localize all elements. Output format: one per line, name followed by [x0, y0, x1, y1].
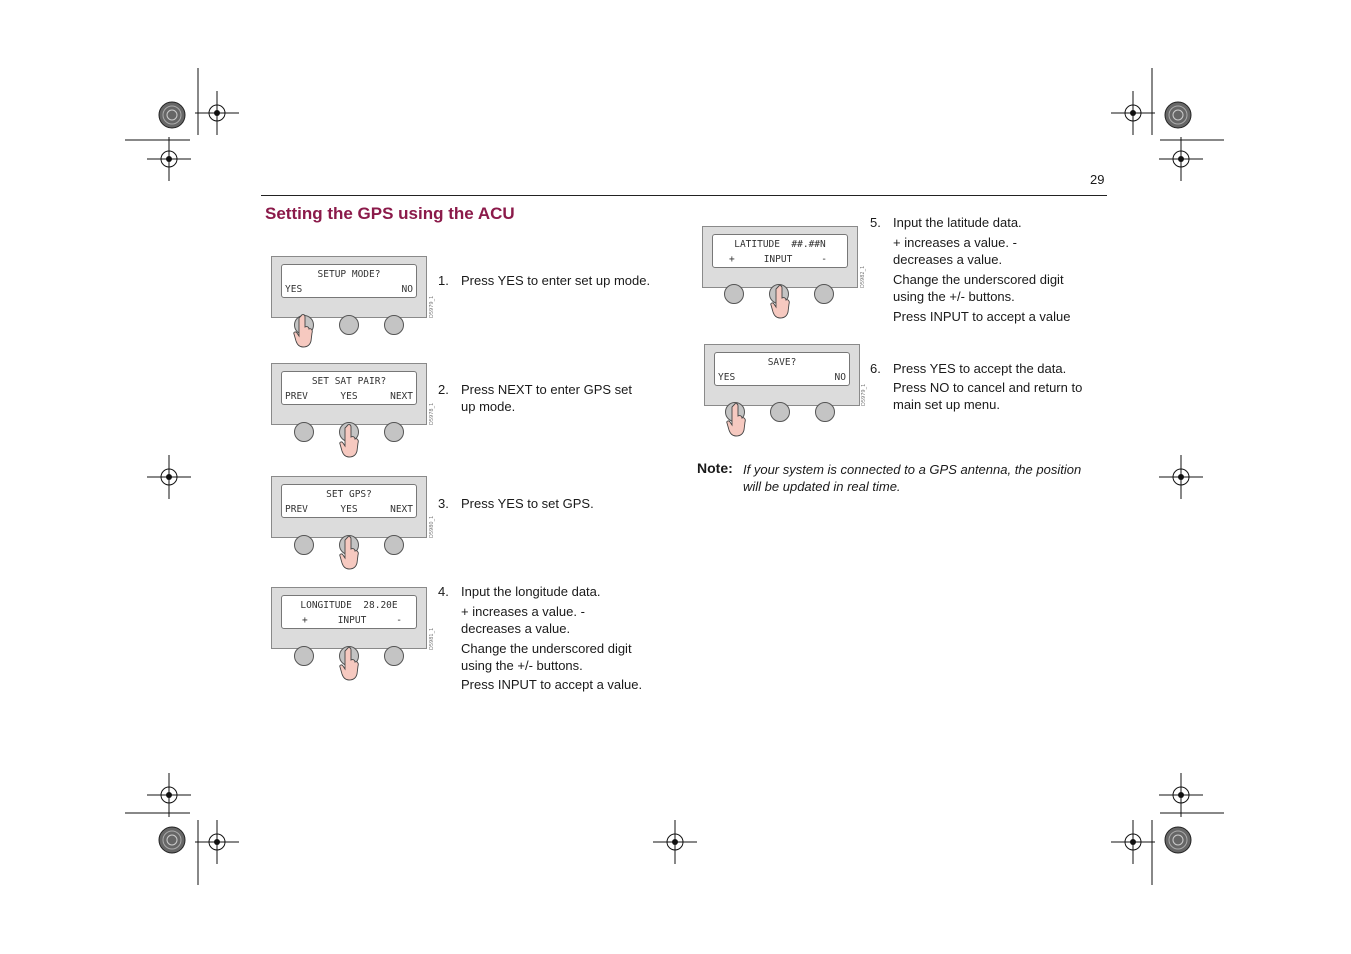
soft-key-middle-label: INPUT [763, 254, 793, 265]
soft-key-right-label: NEXT [390, 391, 413, 402]
figure-id: D5978_1 [429, 402, 435, 425]
section-title: Setting the GPS using the ACU [265, 204, 515, 223]
acu-panel-6: SAVE? YES NO [704, 344, 860, 406]
lcd-line-2: YES NO [285, 284, 413, 295]
lcd-display: SETUP MODE? YES NO [281, 264, 417, 298]
soft-key-left-label: + [729, 254, 735, 265]
figure-id: D5982_1 [860, 265, 866, 288]
lcd-display: LATITUDE ##.##N + INPUT - [712, 234, 848, 268]
step-detail: Press INPUT to accept a value. [461, 677, 643, 692]
right-button [384, 646, 404, 666]
lcd-line-2: PREV YES NEXT [285, 504, 413, 515]
lcd-display: SAVE? YES NO [714, 352, 850, 386]
lcd-line-2: YES NO [718, 372, 846, 383]
middle-button [770, 402, 790, 422]
lcd-line-1: SETUP MODE? [317, 269, 381, 280]
step-detail: Change the underscored digit using the +… [461, 641, 632, 673]
lcd-line-1: SAVE? [767, 357, 797, 368]
lcd-display: LONGITUDE 28.20E + INPUT - [281, 595, 417, 629]
left-button [294, 422, 314, 442]
pointing-hand-icon [293, 314, 313, 348]
soft-key-left-label: PREV [285, 504, 308, 515]
soft-key-middle-label: INPUT [337, 615, 367, 626]
lcd-display: SET SAT PAIR? PREV YES NEXT [281, 371, 417, 405]
soft-key-right-label: - [396, 615, 402, 626]
step-text: Press YES to set GPS. [461, 496, 594, 511]
acu-panel-5: LATITUDE ##.##N + INPUT - [702, 226, 858, 288]
soft-key-left-label: YES [285, 284, 303, 295]
acu-panel-4: LONGITUDE 28.20E + INPUT - [271, 587, 427, 649]
right-button [384, 422, 404, 442]
figure-id: D5979_1 [429, 295, 435, 318]
soft-key-left-label: YES [718, 372, 736, 383]
figure-id: D5980_1 [429, 515, 435, 538]
note-label: Note: [697, 460, 733, 476]
step-number: 1. [438, 273, 449, 288]
lcd-line-1: LATITUDE ##.##N [734, 239, 826, 250]
step-text: Input the longitude data. [461, 584, 601, 599]
step-number: 2. [438, 382, 449, 397]
note-text: If your system is connected to a GPS ant… [743, 462, 1082, 494]
step-text: Press YES to accept the data. [893, 361, 1067, 376]
acu-panel-2: SET SAT PAIR? PREV YES NEXT [271, 363, 427, 425]
step-detail: + increases a value. - decreases a value… [893, 235, 1017, 267]
step-number: 5. [870, 215, 881, 230]
pointing-hand-icon [339, 536, 359, 570]
step-text: Press NEXT to enter GPS set up mode. [461, 382, 632, 414]
page-number: 29 [1090, 172, 1105, 187]
step-text: Press YES to enter set up mode. [461, 273, 651, 288]
right-button [814, 284, 834, 304]
right-button [384, 315, 404, 335]
step-text: Input the latitude data. [893, 215, 1022, 230]
figure-id: D5979_1 [861, 383, 867, 406]
soft-key-right-label: - [821, 254, 827, 265]
step-number: 4. [438, 584, 449, 599]
step-number: 6. [870, 361, 881, 376]
soft-key-right-label: NO [401, 284, 413, 295]
step-detail: + increases a value. - decreases a value… [461, 604, 585, 636]
lcd-line-2: PREV YES NEXT [285, 391, 413, 402]
middle-button [339, 315, 359, 335]
lcd-display: SET GPS? PREV YES NEXT [281, 484, 417, 518]
right-button [384, 535, 404, 555]
step-detail: Press INPUT to accept a value [893, 309, 1071, 324]
soft-key-right-label: NEXT [390, 504, 413, 515]
figure-id: D5981_1 [429, 627, 435, 650]
soft-key-right-label: NO [834, 372, 846, 383]
pointing-hand-icon [339, 424, 359, 458]
left-button [724, 284, 744, 304]
lcd-line-2: + INPUT - [729, 254, 827, 265]
lcd-line-1: SET GPS? [326, 489, 372, 500]
pointing-hand-icon [726, 403, 746, 437]
pointing-hand-icon [770, 285, 790, 319]
soft-key-left-label: + [302, 615, 308, 626]
header-rule [261, 195, 1107, 196]
soft-key-middle-label: YES [340, 504, 358, 515]
lcd-line-1: LONGITUDE 28.20E [300, 600, 398, 611]
right-button [815, 402, 835, 422]
soft-key-middle-label: YES [340, 391, 358, 402]
step-detail: Press NO to cancel and return to main se… [893, 380, 1083, 412]
lcd-line-1: SET SAT PAIR? [311, 376, 387, 387]
left-button [294, 535, 314, 555]
pointing-hand-icon [339, 647, 359, 681]
step-detail: Change the underscored digit using the +… [893, 272, 1064, 304]
acu-panel-3: SET GPS? PREV YES NEXT [271, 476, 427, 538]
acu-panel-1: SETUP MODE? YES NO [271, 256, 427, 318]
left-button [294, 646, 314, 666]
soft-key-left-label: PREV [285, 391, 308, 402]
step-number: 3. [438, 496, 449, 511]
lcd-line-2: + INPUT - [302, 615, 402, 626]
